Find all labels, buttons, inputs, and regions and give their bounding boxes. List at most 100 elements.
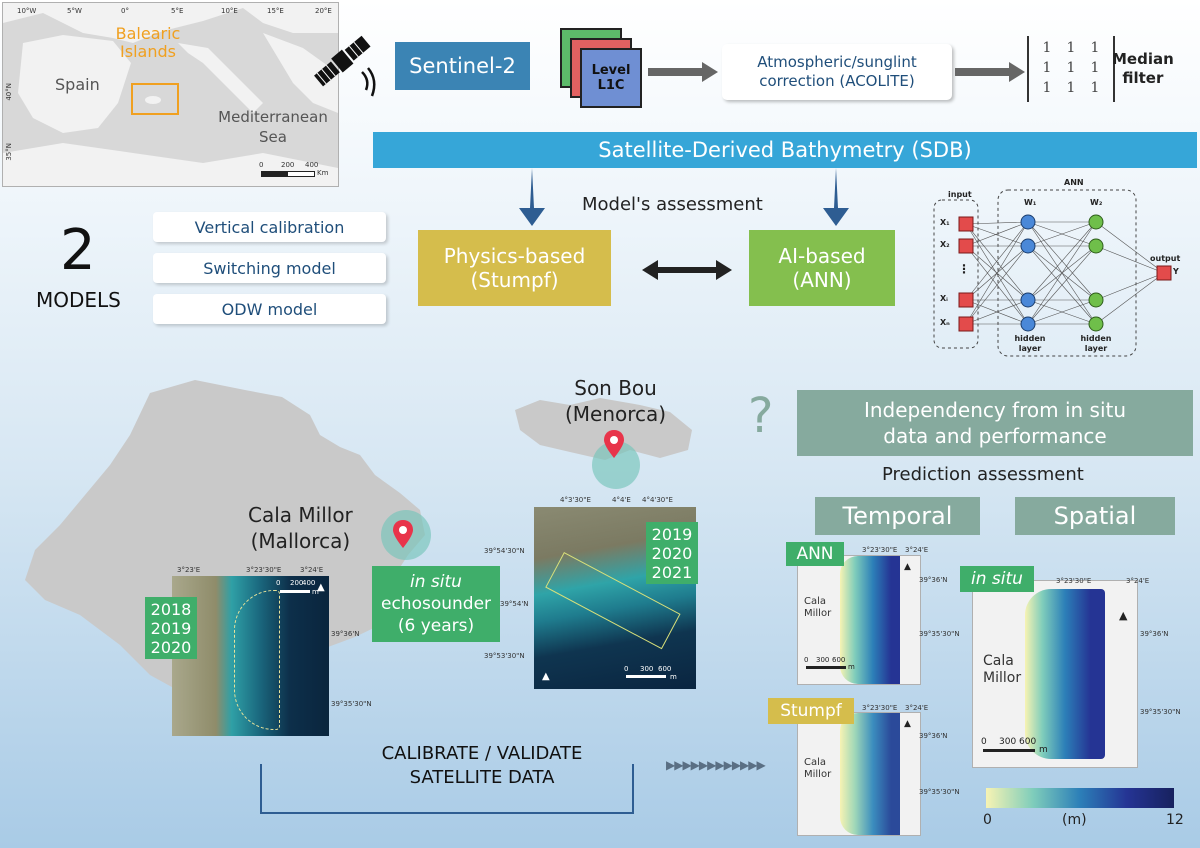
inset-lat-label: 40°N [5,83,13,101]
ann-bathymetry [840,556,900,684]
son-bou-pin-icon [604,430,624,458]
ann-scale-bar [806,666,846,669]
son-scale-label: 300 [640,665,654,673]
level-layer-blue: Level L1C [580,48,642,108]
insitu-tag: in situ [960,566,1034,592]
filter-cell: 1 [1042,60,1052,76]
ann-panel-lat: 39°35'30"N [919,630,960,638]
ann-w2-label: W₂ [1090,198,1103,207]
cala-scale-unit: m [312,588,319,596]
son-scale-unit: m [670,673,677,681]
ann-input-xi: Xᵢ [940,294,948,303]
models-assessment: Model's assessment [582,194,763,215]
ann-scale-label: 600 [832,656,846,664]
arrow-to-ai [823,168,849,226]
menorca-island [515,398,692,460]
sentinel-2-box: Sentinel-2 [395,42,530,90]
arrow-to-acolite [648,62,718,82]
colorbar-min: 0 [983,812,992,828]
ann-input-xn: Xₙ [940,318,950,327]
insitu-echosounder-tag: in situ echosounder (6 years) [372,566,500,642]
filter-cell: 1 [1066,60,1076,76]
question-mark: ? [748,388,774,444]
ann-panel-lon: 3°23'30"E [862,546,898,554]
inset-lon-label: 15°E [267,7,284,15]
inset-lon-label: 5°E [171,7,184,15]
cala-years-tag: 2018 2019 2020 [145,597,197,659]
models-label: MODELS [36,288,121,312]
prediction-assessment: Prediction assessment [882,464,1084,485]
stumpf-bathymetry [840,713,900,835]
ann-tag: ANN [786,542,844,566]
inset-scale-label: 0 [259,161,264,169]
cala-scale-bar [280,590,310,593]
cala-survey-outline [234,590,280,730]
spatial-box: Spatial [1015,497,1175,535]
cala-scale-label: 0 [276,579,281,587]
cala-scale-label: 400 [302,579,316,587]
sea-label: Mediterranean Sea [218,108,328,146]
cala-lat-label: 39°35'30"N [331,700,372,708]
ann-output-y: Y [1173,267,1179,276]
arrow-to-filter [955,62,1025,82]
ann-title: ANN [1064,178,1084,187]
sdb-bar: Satellite-Derived Bathymetry (SDB) [373,132,1197,168]
son-scale-label: 0 [624,665,629,673]
son-lon-label: 4°4'E [612,496,631,504]
cala-millor-label: Cala Millor (Mallorca) [248,503,353,553]
ann-hidden-layer-2: hidden layer [1080,334,1112,353]
filter-cell: 1 [1090,40,1100,56]
chevron-arrows-icon: ▶▶▶▶▶▶▶▶▶▶▶▶ [666,758,766,772]
cala-lat-label: 39°36'N [331,630,360,638]
north-arrow-icon: ▲ [317,582,325,593]
insitu-scale-bar [983,749,1035,752]
stumpf-cala-label: Cala Millor [804,757,832,780]
physics-based-box: Physics-based (Stumpf) [418,230,611,306]
ann-input-x2: X₂ [940,240,950,249]
double-arrow [642,260,732,280]
son-bou-label: Son Bou (Menorca) [565,376,667,426]
ann-panel-lat: 39°36'N [919,576,948,584]
stumpf-result-panel: Cala Millor ▲ [797,712,921,836]
stumpf-panel-lat: 39°35'30"N [919,788,960,796]
inset-scale-bar [261,171,315,177]
independency-box: Independency from in situ data and perfo… [797,390,1193,456]
acolite-box: Atmospheric/sunglint correction (ACOLITE… [722,44,952,100]
level-stack: Level L1C [560,28,650,108]
inset-lat-label: 35°N [5,143,13,161]
ann-hidden-layer-1: hidden layer [1014,334,1046,353]
filter-cell: 1 [1066,80,1076,96]
model-switching: Switching model [153,253,386,283]
insitu-result-panel: Cala Millor 0 300 600 m ▲ [972,580,1138,768]
insitu-panel-lon: 3°24'E [1126,577,1150,585]
inset-lon-label: 5°W [67,7,82,15]
inset-lon-label: 10°W [17,7,37,15]
son-lat-label: 39°54'30"N [484,547,525,555]
insitu-scale-label: 0 [981,737,987,747]
models-count: 2 [60,218,96,283]
stumpf-panel-lon: 3°24'E [905,704,929,712]
inset-scale-label: 200 [281,161,295,169]
stumpf-tag: Stumpf [768,698,854,724]
ann-diagram [933,189,1172,357]
inset-lon-label: 10°E [221,7,238,15]
son-scale-label: 600 [658,665,672,673]
filter-cell: 1 [1042,80,1052,96]
median-filter-label: Median filter [1112,50,1174,87]
insitu-panel-lat: 39°36'N [1140,630,1169,638]
ann-input-label: input [948,190,972,199]
temporal-box: Temporal [815,497,980,535]
insitu-bathymetry [1025,589,1105,759]
filter-cell: 1 [1066,40,1076,56]
insitu-panel-lon: 3°23'30"E [1056,577,1092,585]
cala-lon-label: 3°23'30"E [246,566,282,574]
colorbar-max: 12 [1166,812,1184,828]
filter-cell: 1 [1042,40,1052,56]
son-years-tag: 2019 2020 2021 [646,522,698,584]
insitu-panel-lat: 39°35'30"N [1140,708,1181,716]
son-bou-satellite-image: 0 300 600 m ▲ [534,507,696,689]
stumpf-panel-lon: 3°23'30"E [862,704,898,712]
filter-cell: 1 [1090,80,1100,96]
cala-lon-label: 3°24'E [300,566,324,574]
satellite-icon [314,35,376,97]
